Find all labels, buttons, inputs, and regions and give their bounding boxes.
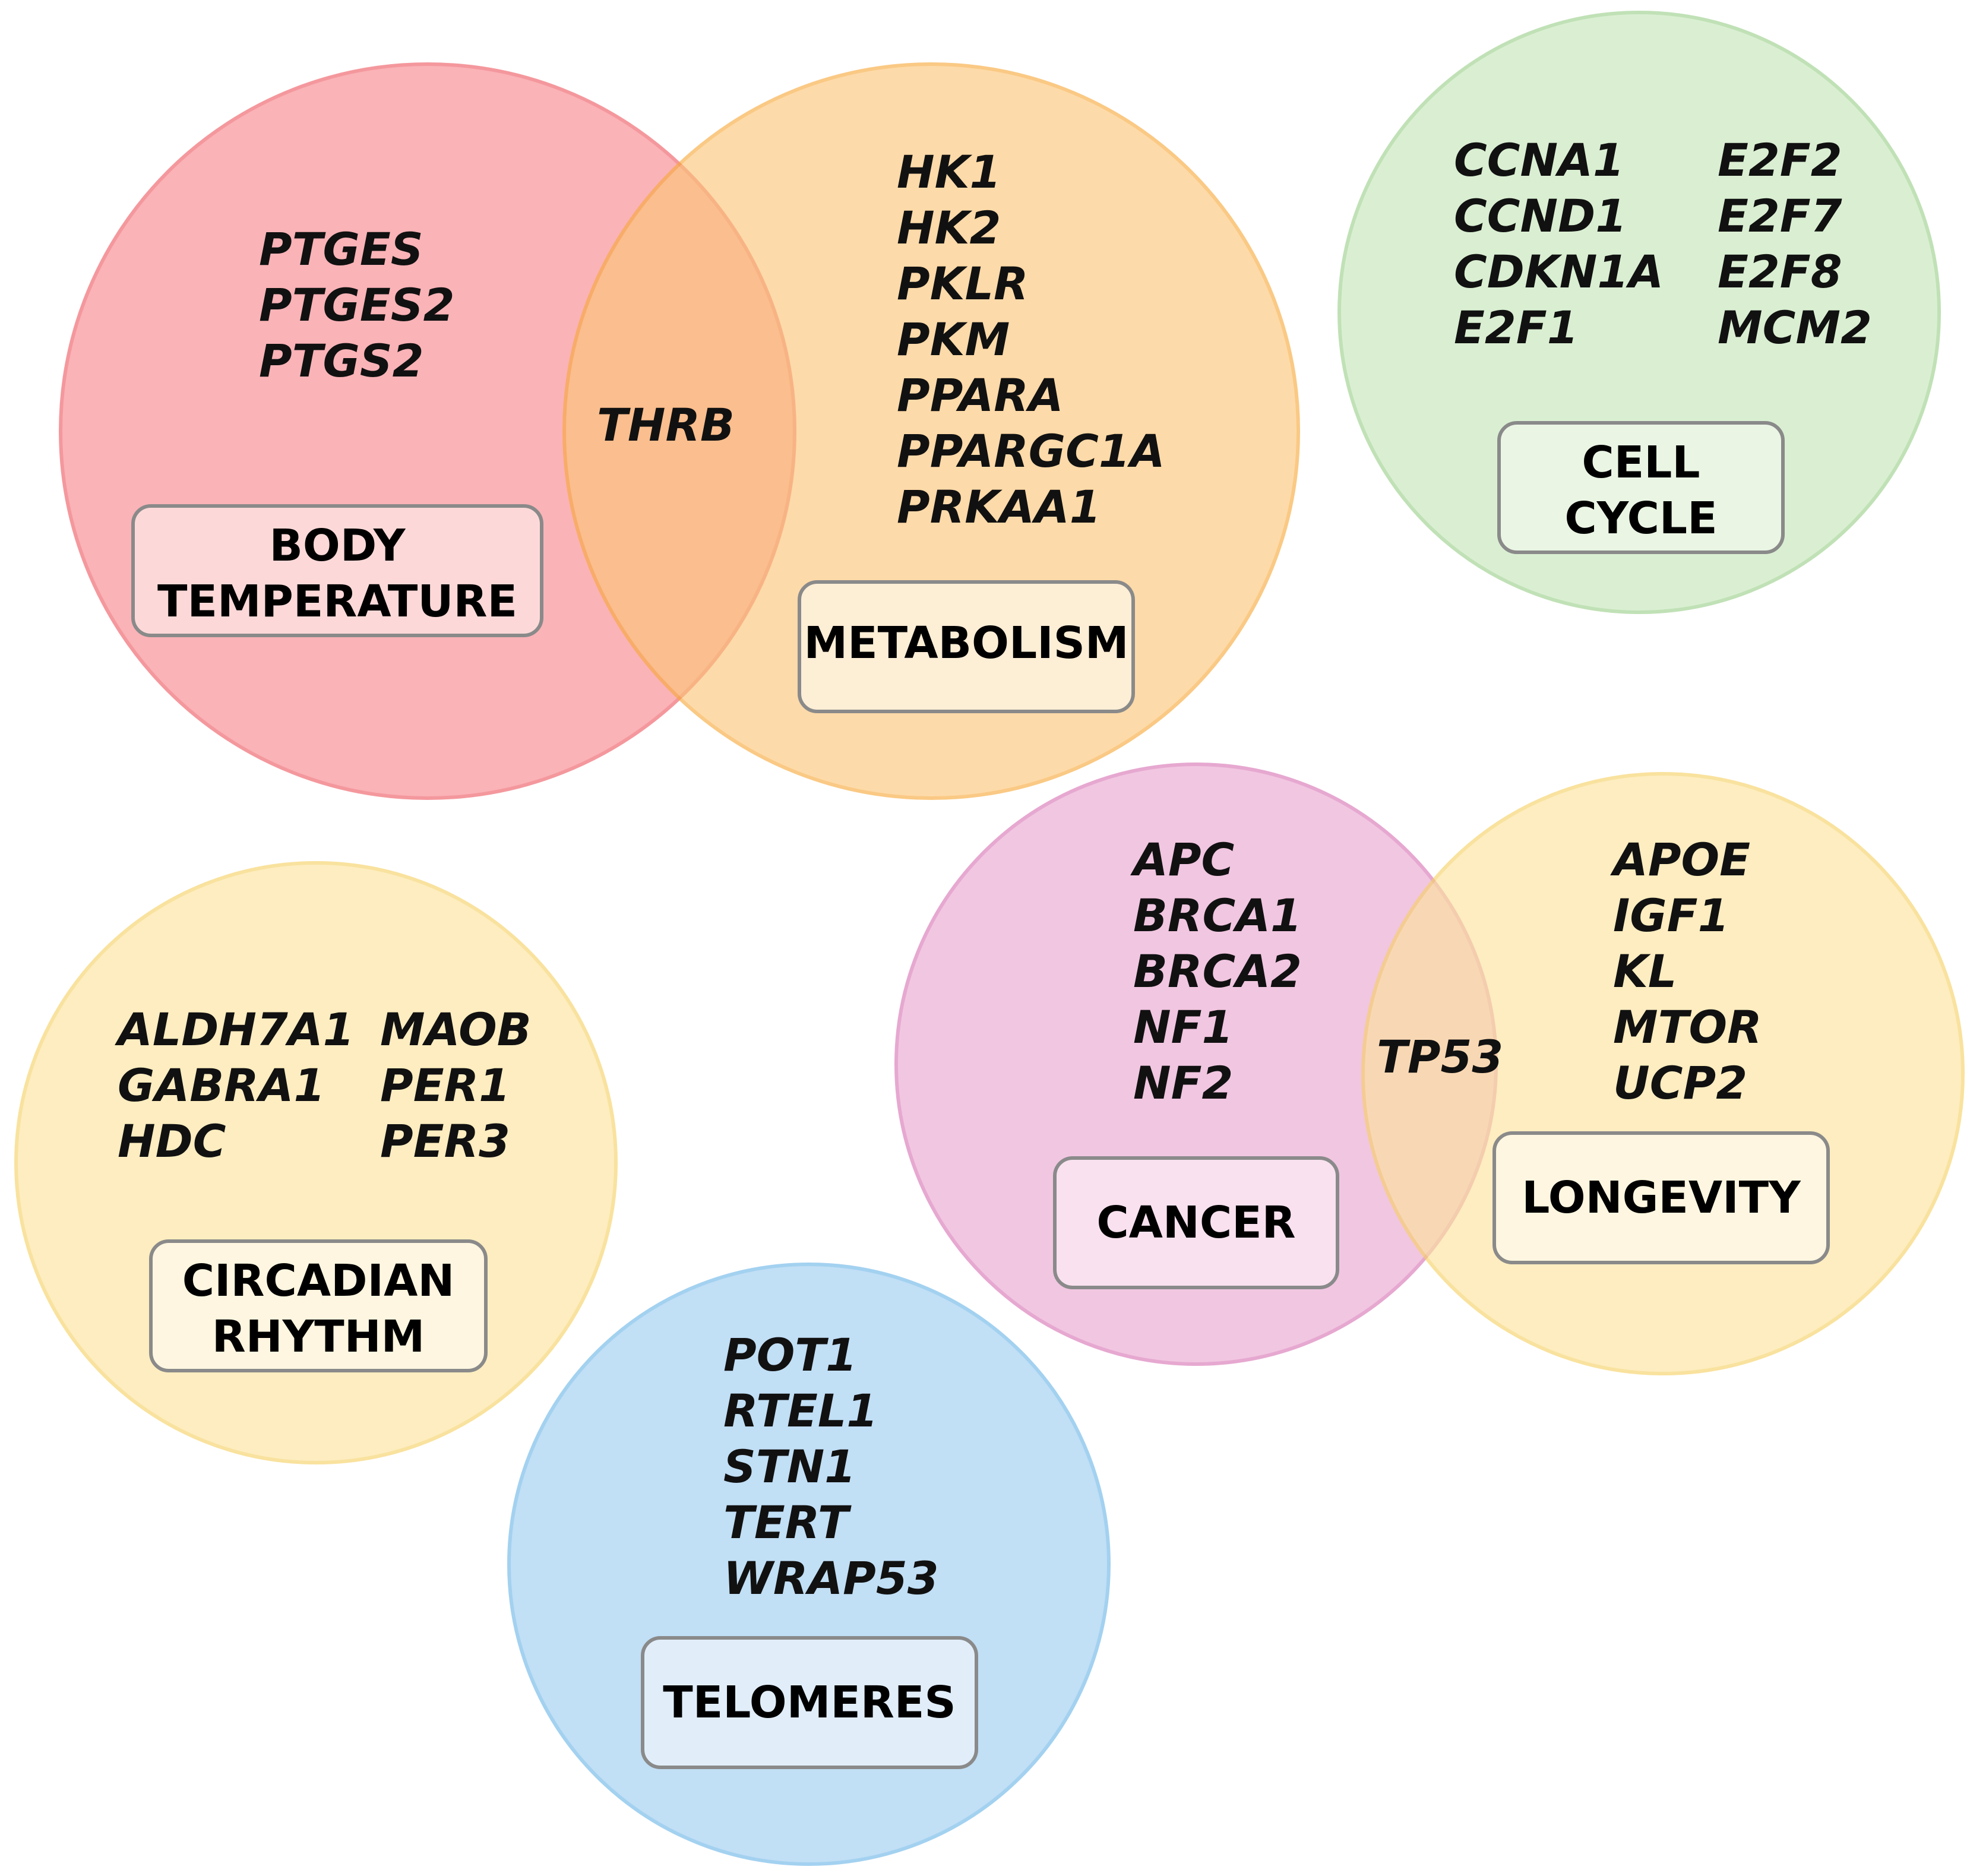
label-box: [1492, 1131, 1830, 1264]
label-line: CELL: [1582, 437, 1700, 488]
longevity-gene-list: APOE IGF1 KL MTOR UCP2: [1610, 833, 1762, 1109]
body-temperature-label: BODY TEMPERATURE: [131, 504, 543, 637]
gene-label: CDKN1A: [1454, 245, 1664, 298]
gene-label: PKLR: [897, 257, 1029, 310]
label-box: [1497, 421, 1785, 554]
label-box: [149, 1239, 488, 1372]
gene-label: E2F8: [1718, 245, 1842, 298]
label-box: [641, 1636, 978, 1769]
gene-label: HK1: [897, 145, 1001, 198]
shared-gene-tp53: TP53: [1377, 1030, 1503, 1083]
gene-label: APC: [1130, 833, 1235, 886]
gene-label: HK2: [897, 201, 1001, 254]
circadian-rhythm-circle: [14, 861, 618, 1464]
telomeres-gene-list: POT1 RTEL1 STN1 TERT WRAP53: [723, 1328, 939, 1605]
cell-cycle-label: CELL CYCLE: [1497, 421, 1785, 554]
label-line: CANCER: [1096, 1197, 1295, 1248]
cell-cycle-circle: [1337, 11, 1941, 614]
gene-label: PTGES: [259, 223, 423, 276]
label-line: METABOLISM: [804, 618, 1128, 669]
gene-label: ALDH7A1: [115, 1003, 355, 1056]
gene-label: STN1: [723, 1440, 856, 1493]
gene-label: E2F1: [1454, 301, 1579, 354]
gene-label: PPARGC1A: [897, 425, 1165, 477]
gene-label: MCM2: [1718, 301, 1872, 354]
gene-label: APOE: [1610, 833, 1750, 886]
label-box: [798, 580, 1135, 713]
cancer-gene-list: APC BRCA1 BRCA2 NF1 NF2: [1130, 833, 1302, 1109]
gene-label: IGF1: [1613, 889, 1729, 942]
gene-label: KL: [1613, 945, 1677, 998]
gene-label: MTOR: [1613, 1001, 1762, 1054]
gene-label: GABRA1: [118, 1059, 325, 1112]
gene-label: NF2: [1133, 1056, 1233, 1109]
cancer-label: CANCER: [1053, 1156, 1339, 1289]
label-line: CYCLE: [1564, 493, 1717, 544]
label-line: BODY: [270, 520, 406, 571]
metabolism-label: METABOLISM: [798, 580, 1135, 713]
metabolism-gene-list: HK1 HK2 PKLR PKM PPARA PPARGC1A PRKAA1: [897, 145, 1165, 533]
gene-label: PTGES2: [259, 279, 454, 331]
gene-label: TERT: [723, 1496, 852, 1549]
gene-label: UCP2: [1613, 1056, 1747, 1109]
gene-label: POT1: [723, 1328, 857, 1381]
label-line: TELOMERES: [663, 1677, 956, 1728]
longevity-label: LONGEVITY: [1492, 1131, 1830, 1264]
gene-label: RTEL1: [723, 1384, 878, 1437]
label-line: TEMPERATURE: [157, 576, 517, 627]
gene-label: PTGS2: [259, 334, 424, 387]
gene-label: BRCA2: [1133, 945, 1302, 998]
gene-label: CCND1: [1454, 189, 1627, 242]
shared-gene-thrb: THRB: [597, 398, 735, 451]
telomeres-label: TELOMERES: [641, 1636, 978, 1769]
circadian-rhythm-label: CIRCADIAN RHYTHM: [149, 1239, 488, 1372]
gene-label: CCNA1: [1454, 134, 1624, 186]
label-line: RHYTHM: [212, 1311, 425, 1362]
body-temperature-gene-list: PTGES PTGES2 PTGS2: [259, 223, 454, 387]
gene-label: E2F2: [1718, 134, 1842, 186]
gene-label: BRCA1: [1133, 889, 1302, 942]
gene-label: PER3: [380, 1115, 510, 1168]
gene-label: PRKAA1: [897, 480, 1101, 533]
gene-label: WRAP53: [723, 1552, 939, 1605]
label-box: [131, 504, 543, 637]
label-box: [1053, 1156, 1339, 1289]
label-line: CIRCADIAN: [182, 1255, 455, 1306]
gene-label: E2F7: [1718, 189, 1842, 242]
gene-label: PKM: [897, 313, 1010, 366]
circadian-rhythm-gene-list: ALDH7A1 GABRA1 HDC MAOB PER1 PER3: [115, 1003, 532, 1168]
gene-label: PER1: [380, 1059, 510, 1112]
cell-cycle-gene-list: CCNA1 CCND1 CDKN1A E2F1 E2F2 E2F7 E2F8 M…: [1454, 134, 1872, 354]
gene-label: MAOB: [380, 1003, 532, 1056]
gene-label: PPARA: [897, 369, 1064, 422]
gene-label: HDC: [118, 1115, 226, 1168]
gene-label: NF1: [1133, 1001, 1233, 1054]
label-line: LONGEVITY: [1522, 1172, 1801, 1223]
